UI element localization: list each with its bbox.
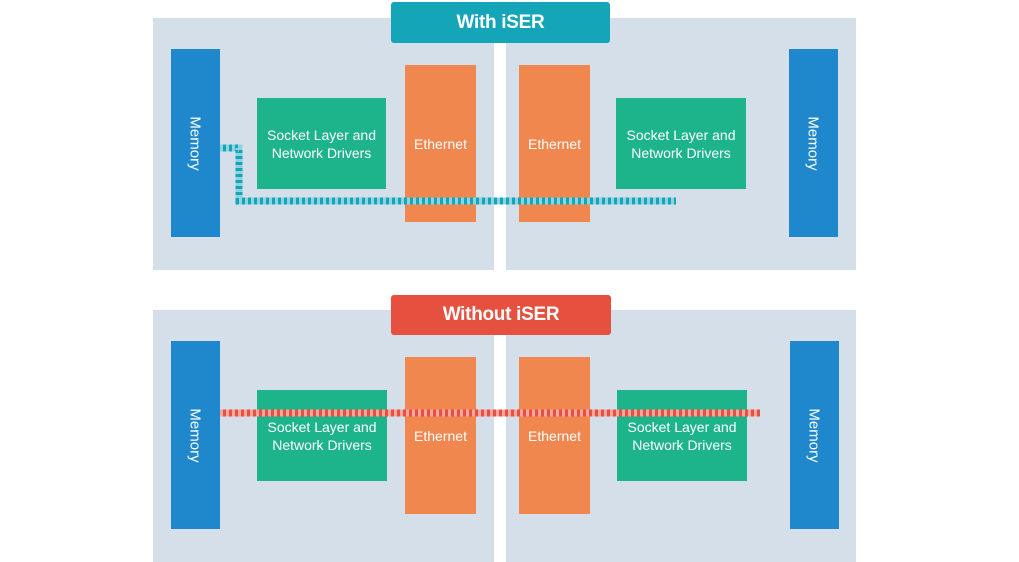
right-memory-block: Memory xyxy=(789,49,838,237)
right-memory-label: Memory xyxy=(806,407,824,463)
diagram-title: Without iSER xyxy=(391,295,611,335)
diagram-title-text: Without iSER xyxy=(442,304,560,325)
right-socket-layer-block: Socket Layer and Network Drivers xyxy=(617,390,747,481)
left-memory-label: Memory xyxy=(187,407,205,463)
left-ethernet-label: Ethernet xyxy=(414,427,467,444)
right-socket-label: Socket Layer and Network Drivers xyxy=(627,418,737,453)
left-socket-layer-block: Socket Layer and Network Drivers xyxy=(257,390,387,481)
left-ethernet-block: Ethernet xyxy=(405,357,476,514)
diagram-title: With iSER xyxy=(391,2,610,43)
right-memory-block: Memory xyxy=(790,341,839,529)
left-socket-label: Socket Layer and Network Drivers xyxy=(267,418,377,453)
diagram-title-text: With iSER xyxy=(456,11,545,33)
left-memory-block: Memory xyxy=(171,341,220,529)
with-iser-diagram: With iSER Memory Socket Layer and Networ… xyxy=(0,0,1019,272)
left-memory-block: Memory xyxy=(171,49,220,237)
right-ethernet-label: Ethernet xyxy=(528,427,581,444)
right-ethernet-block: Ethernet xyxy=(519,357,590,514)
right-socket-layer-block: Socket Layer and Network Drivers xyxy=(616,98,746,189)
